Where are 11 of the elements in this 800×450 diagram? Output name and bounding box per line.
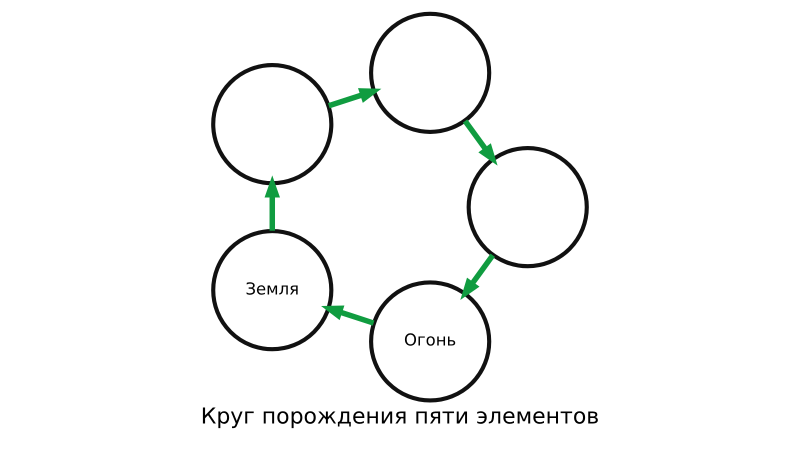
node-circle (211, 63, 334, 186)
node-circle: Огонь (369, 280, 492, 403)
node-circle (369, 12, 492, 134)
arrow (462, 119, 498, 166)
arrow (264, 175, 280, 231)
node-circle (466, 146, 589, 268)
arrow (460, 254, 495, 300)
node-circle: Земля (211, 229, 334, 352)
arrow (328, 88, 382, 108)
diagram-title: Круг порождения пяти элементов (200, 404, 600, 430)
arrow (321, 305, 374, 326)
